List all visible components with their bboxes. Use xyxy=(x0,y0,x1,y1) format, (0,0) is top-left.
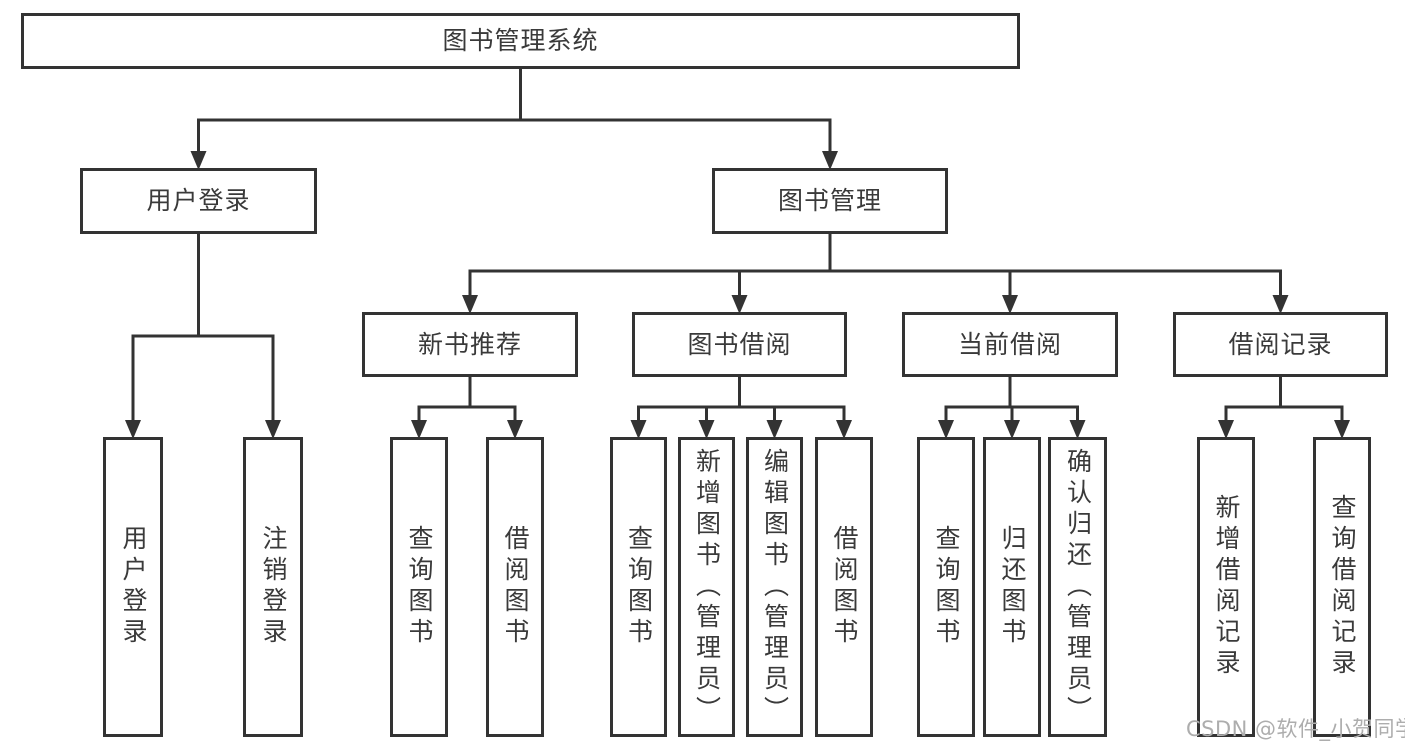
node-bb-query-book: 查询图书 xyxy=(610,437,667,737)
node-cb-confirm-return: 确认归还（管理员） xyxy=(1048,437,1107,737)
node-book-borrow: 图书借阅 xyxy=(632,312,847,377)
node-br-add-record: 新增借阅记录 xyxy=(1197,437,1255,737)
node-bb-borrow-book: 借阅图书 xyxy=(815,437,873,737)
node-book-mgmt: 图书管理 xyxy=(712,168,948,234)
node-system: 图书管理系统 xyxy=(21,13,1020,69)
node-cb-return-book: 归还图书 xyxy=(983,437,1041,737)
node-bb-edit-book: 编辑图书（管理员） xyxy=(746,437,803,737)
node-user-logout: 注销登录 xyxy=(243,437,303,737)
node-user-login: 用户登录 xyxy=(103,437,163,737)
node-bb-add-book: 新增图书（管理员） xyxy=(678,437,735,737)
node-new-book-rec: 新书推荐 xyxy=(362,312,578,377)
watermark-text: CSDN @软件_小贺同学 xyxy=(1186,717,1405,741)
node-current-borrow: 当前借阅 xyxy=(902,312,1118,377)
node-rec-borrow-book: 借阅图书 xyxy=(486,437,544,737)
node-user-login-branch: 用户登录 xyxy=(80,168,317,234)
node-br-query-record: 查询借阅记录 xyxy=(1313,437,1371,737)
node-borrow-records: 借阅记录 xyxy=(1173,312,1388,377)
node-rec-query-book: 查询图书 xyxy=(390,437,448,737)
node-cb-query-book: 查询图书 xyxy=(917,437,975,737)
